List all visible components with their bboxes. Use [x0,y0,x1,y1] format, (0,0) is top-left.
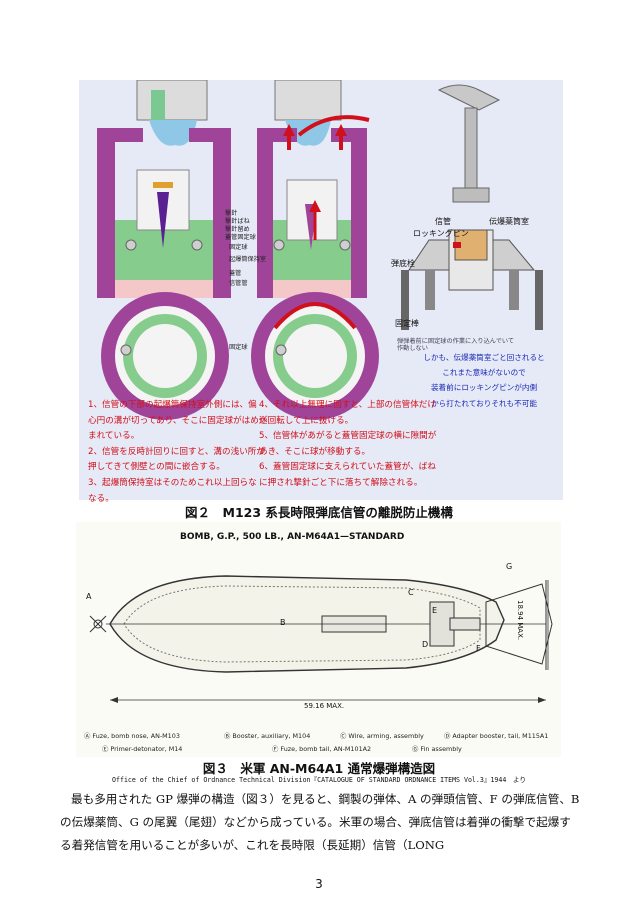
red-line: 4、それ以上無理に回すと、上部の信管体だけ [259,400,436,410]
label-gaikan: 蓋管 [229,270,242,277]
bomb-title: BOMB, G.P., 500 LB., AN-M64A1—STANDARD [180,532,405,542]
legend-item: Ⓔ Primer-detonator, M14 [102,745,183,753]
length-dimension: 59.16 MAX. [304,702,345,710]
red-steps-left: 1、信管の下部の起爆筒保持室外側には、偏 心円の溝が切ってあり、そこに固定球がは… [88,398,270,507]
page-number: 3 [315,877,323,891]
bomb-drawing [89,575,553,703]
red-line: まれている。 [88,431,140,442]
label-gekishin-bane: 撃針ばね [225,218,250,225]
label-locking-pin: ロッキングピン [413,229,469,238]
red-line: 3、起爆筒保持室はそのためこれ以上回らな [88,477,257,488]
source-citation: Office of the Chief of Ordnance Technica… [112,776,526,784]
red-line: 2、信管を反時計回りに回すと、溝の浅い所が [88,446,265,457]
label-gekishin-dome: 撃針留め [225,226,250,233]
blue-note-line: 装着前にロッキングピンが内側 [430,383,538,393]
legend-item: Ⓑ Booster, auxiliary, M104 [224,732,311,740]
label-danteisen: 弾底栓 [391,259,415,268]
label-koteikyu-ring: 固定球 [229,344,248,351]
blue-note-line: これまた意味がないので [442,368,526,378]
red-line: 心円の溝が切ってあり、そこに固定球がはめ込 [88,415,268,426]
diameter-dimension: 18.94 MAX. [516,600,524,641]
blue-note-line: から打たれておりそれも不可能 [431,398,537,408]
letter-c: C [408,588,414,597]
red-line: 5、信管体があがると蓋管固定球の横に隙間が [259,431,437,442]
red-line: あき、そこに球が移動する。 [259,446,371,457]
fuze-mechanism-drawing [97,80,543,420]
red-line: に押され撃針ごと下に落ちて解除される。 [259,477,423,488]
fuze-cross-section-middle [257,80,370,298]
label-koteiben: 固定棒 [395,319,419,328]
figure-2-diagram: 撃針 撃針ばね 撃針留め 蓋管固定球 固定球 起爆筒保持室 蓋管 信管管 固定球… [79,80,563,504]
legend-item: Ⓐ Fuze, bomb nose, AN-M103 [84,732,180,740]
label-shinkan: 信管 [435,217,451,226]
blue-note-line: しかも、伝爆薬筒室ごと回されると [423,353,545,362]
installed-fuze-diagram [401,84,543,330]
legend-item: Ⓓ Adapter booster, tail, M115A1 [444,732,549,740]
red-line: なる。 [88,493,114,504]
figure-3-diagram: BOMB, G.P., 500 LB., AN-M64A1—STANDARD A… [76,522,561,730]
label-gaikan-koteikyu: 蓋管固定球 [225,234,256,241]
legend-item: Ⓖ Fin assembly [412,745,462,753]
fuze-cross-section-left [97,80,231,298]
letter-e: E [432,606,438,615]
label-gekishin: 撃針 [225,210,238,217]
red-line: 6、蓋管固定球に支えられていた蓋管が、ばね [259,462,436,473]
label-koteikyu: 固定球 [229,244,248,251]
ring-cross-section-left [101,292,229,420]
ring-cross-section-middle [251,292,379,420]
small-note: 弾弾着前に固定球の作業に入り込んでいて作動しない [397,338,515,352]
label-dendoyaku: 伝爆薬筒室 [489,217,529,226]
letter-f: F [476,644,481,653]
red-line: が回転して上に抜ける。 [259,415,354,426]
letter-b: B [280,618,286,627]
blue-note: しかも、伝爆薬筒室ごと回されると これまた意味がないので 装着前にロッキングピン… [409,350,559,411]
body-text: 最も多用された GP 爆弾の構造（図３）を見ると、鋼製の弾体、A の弾頭信管、F… [60,788,580,857]
red-line: 押してきて側壁との間に嵌合する。 [88,462,225,473]
figure-2-caption: 図２ M123 系長時限弾底信管の離脱防止機構 [185,505,453,520]
letter-d: D [422,640,429,649]
letter-g: G [506,562,513,571]
figure-3-caption: 図３ 米軍 AN-M64A1 通常爆弾構造図 [202,761,436,776]
legend-item: Ⓒ Wire, arming, assembly [340,732,424,740]
label-shinkankan: 信管管 [229,280,248,287]
figure-3-legend: Ⓐ Fuze, bomb nose, AN-M103 Ⓑ Booster, au… [76,729,561,757]
red-line: 1、信管の下部の起爆筒保持室外側には、偏 [88,400,257,410]
paragraph: 最も多用された GP 爆弾の構造（図３）を見ると、鋼製の弾体、A の弾頭信管、F… [60,792,580,852]
label-kibakuto-hojishitsu: 起爆筒保持室 [229,256,267,263]
red-steps-right: 4、それ以上無理に回すと、上部の信管体だけ が回転して上に抜ける。 5、信管体が… [259,398,455,492]
legend-item: Ⓕ Fuze, bomb tail, AN-M101A2 [272,745,372,753]
letter-a: A [86,592,92,601]
